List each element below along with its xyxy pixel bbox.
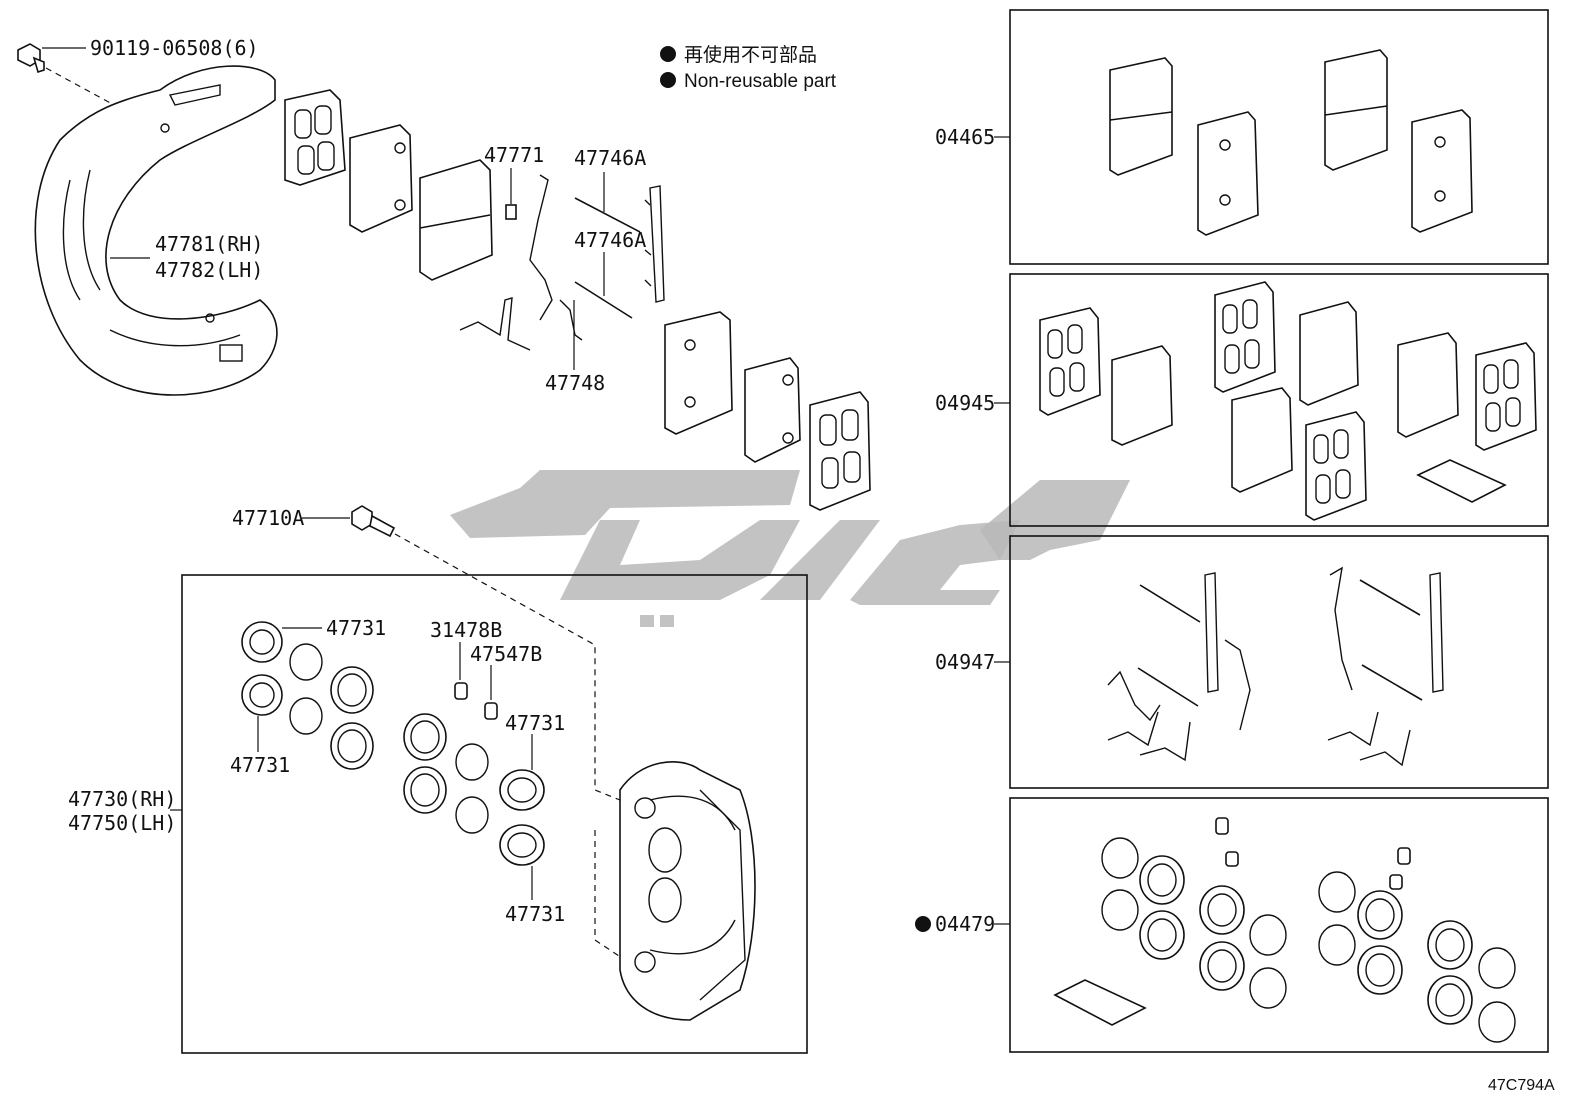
bleeder-plug-part[interactable] — [484, 665, 498, 720]
kit-04945-pads[interactable] — [1039, 281, 1537, 521]
piston-bottom-right[interactable] — [499, 824, 545, 900]
bullet-dot-icon — [660, 46, 676, 62]
label-kit-04945: 04945 — [935, 391, 995, 415]
caliper-assembly-box — [181, 574, 808, 1054]
watermark-logo — [450, 470, 1130, 627]
label-pin-a-top: 47746A — [574, 146, 646, 170]
seal-set-left[interactable] — [289, 643, 374, 770]
brake-pad-1[interactable] — [419, 159, 493, 281]
label-kit-04479: 04479 — [935, 912, 995, 936]
label-piston-bottom-left: 47731 — [230, 753, 290, 777]
non-reusable-bullet-icon — [915, 916, 931, 932]
legend: 再使用不可部品 Non-reusable part — [660, 44, 837, 92]
pad-backing-2[interactable] — [744, 357, 801, 463]
label-kit-04465: 04465 — [935, 125, 995, 149]
label-piston-mid-right: 47731 — [505, 711, 565, 735]
seal-set-middle[interactable] — [403, 713, 489, 834]
legend-japanese: 再使用不可部品 — [684, 44, 817, 66]
caliper-body-part[interactable] — [619, 761, 756, 1021]
label-shield-rh: 47781(RH) — [155, 232, 263, 256]
pad-shim-1[interactable] — [284, 89, 346, 186]
label-spring-47748: 47748 — [545, 371, 605, 395]
kit-04947-box — [1009, 535, 1549, 789]
piston-top-left[interactable] — [241, 621, 322, 663]
bullet-dot-icon — [660, 72, 676, 88]
label-piston-top-left: 47731 — [326, 616, 386, 640]
legend-english: Non-reusable part — [684, 71, 837, 92]
label-bleeder-cap: 31478B — [430, 618, 502, 642]
label-kit-04947: 04947 — [935, 650, 995, 674]
label-bleeder-plug: 47547B — [470, 642, 542, 666]
label-pin-a-bottom: 47746A — [574, 228, 646, 252]
piston-mid-right[interactable] — [499, 734, 545, 811]
kit-04465-pads[interactable] — [1109, 49, 1473, 236]
kit-04945-box — [1009, 273, 1549, 527]
label-caliper-rh: 47730(RH) — [68, 787, 176, 811]
bolt-caliper-part[interactable] — [302, 505, 626, 961]
bolt-shield-part[interactable] — [17, 43, 161, 131]
label-clip-47771: 47771 — [484, 143, 544, 167]
label-shield-lh: 47782(LH) — [155, 258, 263, 282]
kit-04947-hardware[interactable] — [1107, 566, 1444, 767]
brake-pad-2[interactable] — [664, 311, 733, 435]
label-bolt-shield: 90119-06508(6) — [90, 36, 259, 60]
bleeder-cap-part[interactable] — [454, 642, 468, 700]
label-piston-bottom-right: 47731 — [505, 902, 565, 926]
dust-shield-part[interactable] — [34, 65, 278, 396]
kit-04479-box — [1009, 797, 1549, 1053]
pad-shim-2[interactable] — [809, 391, 871, 511]
drawing-code: 47C794A — [1488, 1077, 1555, 1094]
kit-04479-seals[interactable] — [1053, 817, 1516, 1043]
spring-47748-part[interactable] — [459, 174, 583, 370]
pin-47746a-part[interactable] — [574, 172, 641, 319]
piston-bottom-left[interactable] — [241, 674, 283, 752]
clip-47771-part[interactable] — [505, 168, 517, 220]
label-bolt-caliper: 47710A — [232, 506, 304, 530]
pad-backing-1[interactable] — [349, 124, 413, 233]
label-caliper-lh: 47750(LH) — [68, 811, 176, 835]
anti-rattle-plate[interactable] — [644, 185, 665, 303]
